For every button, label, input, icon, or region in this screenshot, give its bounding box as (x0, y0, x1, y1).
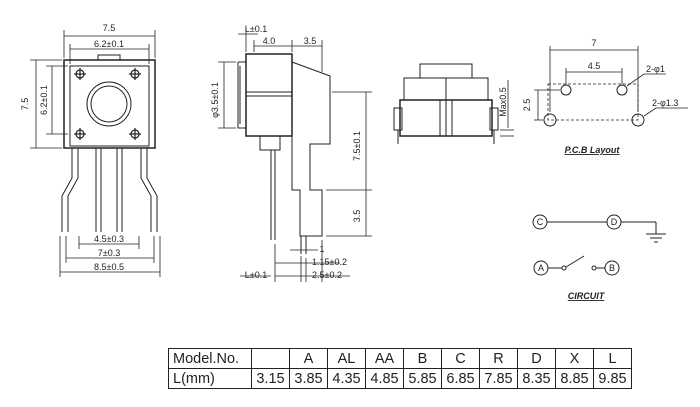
dim-offset-a: 1.15±0.2 (312, 257, 347, 267)
technical-drawing: 7.5 6.2±0.1 7.5 6.2±0.1 4.5±0.3 7±0.3 8.… (20, 23, 688, 301)
dim-max: Max0.5 (498, 87, 508, 117)
table-cell: D (517, 348, 556, 369)
table-cell: 3.15 (251, 368, 290, 389)
table-cell: C (441, 348, 480, 369)
dim-lower: 3.5 (352, 210, 362, 223)
table-cell: 7.85 (479, 368, 518, 389)
table-cell: 5.85 (403, 368, 442, 389)
table-cell: X (555, 348, 594, 369)
pcb-dim-total: 7 (591, 38, 596, 48)
switch-contact (565, 255, 585, 268)
table-row-lengths: L(mm) 3.15 3.85 4.35 4.85 5.85 6.85 7.85… (168, 368, 632, 389)
circuit-diagram: C D A B CIRCUIT (532, 214, 666, 301)
model-length-table: Model.No. A AL AA B C R D X L L(mm) 3.15… (168, 348, 632, 389)
table-cell: B (403, 348, 442, 369)
node-c-label: C (537, 217, 544, 227)
dim-top-offset: L±0.1 (245, 24, 267, 34)
dim-height-inner: 6.2±0.1 (39, 85, 49, 115)
pcb-hole-small: 2-φ1 (646, 64, 665, 74)
dim-height: 7.5±0.1 (352, 131, 362, 161)
circuit-caption: CIRCUIT (568, 291, 606, 301)
pcb-hole-large: 2-φ1.3 (652, 98, 678, 108)
table-cell: 9.85 (593, 368, 632, 389)
table-cell: AA (365, 348, 404, 369)
table-cell: L (593, 348, 632, 369)
front-view: 7.5 6.2±0.1 7.5 6.2±0.1 4.5±0.3 7±0.3 8.… (20, 23, 161, 277)
side-view: L±0.1 4.0 3.5 φ3.5±0.1 7.5±0.1 3.5 1 1.1… (210, 24, 372, 282)
pcb-dim-inner: 4.5 (588, 61, 601, 71)
pcb-caption: P.C.B Layout (565, 145, 621, 155)
ground-icon (646, 233, 666, 243)
table-cell: AL (327, 348, 366, 369)
dim-body-width: 7.5 (103, 23, 116, 33)
dim-pin-inner: 4.5±0.3 (94, 234, 124, 244)
node-a-label: A (538, 263, 544, 273)
dim-offset-b: 2.5±0.2 (312, 270, 342, 280)
table-cell: 3.85 (289, 368, 328, 389)
dim-top-width: 6.2±0.1 (94, 39, 124, 49)
table-cell: 6.85 (441, 368, 480, 389)
pcb-hole (543, 113, 557, 127)
table-header-label: Model.No. (168, 348, 252, 369)
table-row-label: L(mm) (168, 368, 252, 389)
table-cell: R (479, 348, 518, 369)
dim-pin-mid: 7±0.3 (98, 248, 120, 258)
dim-pin-outer: 8.5±0.5 (94, 262, 124, 272)
table-cell (251, 348, 290, 369)
node-b-label: B (609, 263, 615, 273)
dim-body-depth: 4.0 (263, 36, 276, 46)
dim-body-height: 7.5 (20, 98, 30, 111)
table-cell: A (289, 348, 328, 369)
dim-extension: 3.5 (304, 36, 317, 46)
table-cell: 8.85 (555, 368, 594, 389)
dim-bottom-offset: L±0.1 (245, 270, 267, 280)
table-cell: 4.35 (327, 368, 366, 389)
node-b (604, 260, 620, 276)
table-cell: 8.35 (517, 368, 556, 389)
pcb-hole (616, 84, 628, 96)
dim-diameter: φ3.5±0.1 (210, 82, 220, 118)
pcb-layout: 7 4.5 2.5 2-φ1 2-φ1.3 P.C.B Layout (522, 38, 688, 155)
table-row-models: Model.No. A AL AA B C R D X L (168, 348, 632, 369)
rear-view: Max0.5 (393, 63, 514, 144)
table-cell: 4.85 (365, 368, 404, 389)
pcb-dim-height: 2.5 (522, 99, 532, 112)
pcb-hole (560, 84, 572, 96)
dim-lead: 1 (319, 244, 324, 254)
pcb-hole (631, 113, 645, 127)
node-d-label: D (611, 217, 618, 227)
